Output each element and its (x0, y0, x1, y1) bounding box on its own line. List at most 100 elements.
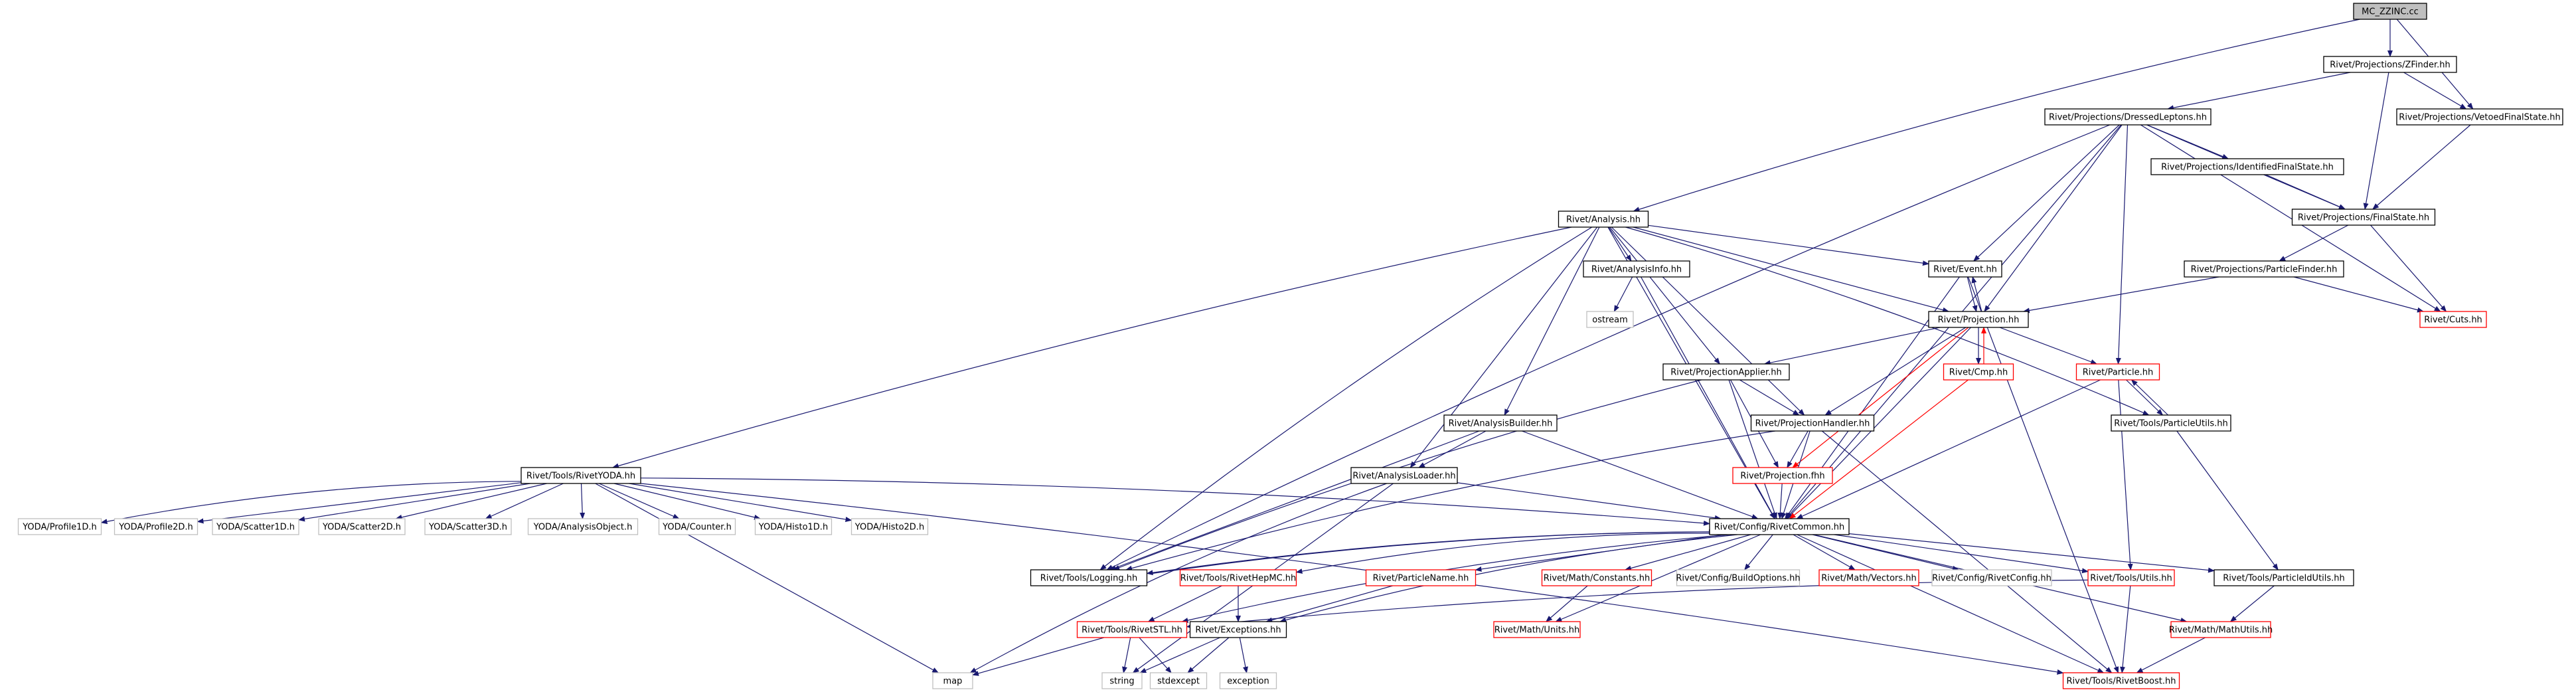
node-box (1443, 414, 1558, 432)
node-common[interactable]: Rivet/Config/RivetCommon.hh (1709, 518, 1850, 535)
node-zfinder[interactable]: Rivet/Projections/ZFinder.hh (2323, 56, 2457, 73)
node-label: YODA/Scatter3D.h (428, 523, 507, 533)
node-box (1541, 569, 1652, 586)
edge-rivetyoda-to-scatter2d (395, 483, 547, 520)
node-particleutils[interactable]: Rivet/Tools/ParticleUtils.hh (2111, 414, 2231, 432)
node-box (1365, 569, 1477, 586)
node-rivethepmc[interactable]: Rivet/Tools/RivetHepMC.hh (1179, 569, 1297, 586)
node-rivetstl[interactable]: Rivet/Tools/RivetSTL.hh (1076, 621, 1188, 638)
node-box (2214, 569, 2354, 586)
node-particle[interactable]: Rivet/Particle.hh (2075, 363, 2160, 381)
node-counter: YODA/Counter.h (658, 518, 736, 535)
edge-analysisinfo-to-common (1641, 276, 1775, 519)
node-label: Rivet/Particle.hh (2083, 368, 2153, 378)
node-vetoed[interactable]: Rivet/Projections/VetoedFinalState.hh (2396, 108, 2563, 126)
node-analysisbuilder[interactable]: Rivet/AnalysisBuilder.hh (1443, 414, 1558, 432)
node-analysis[interactable]: Rivet/Analysis.hh (1558, 211, 1649, 228)
node-box (1928, 311, 2029, 328)
edge-analysis-to-particleutils (1625, 226, 2150, 416)
node-identified[interactable]: Rivet/Projections/IdentifiedFinalState.h… (2150, 158, 2344, 175)
node-label: Rivet/Projections/DressedLeptons.hh (2049, 113, 2207, 123)
node-particlefinder[interactable]: Rivet/Projections/ParticleFinder.hh (2184, 260, 2344, 278)
node-label: YODA/Scatter1D.h (216, 523, 295, 533)
node-cuts[interactable]: Rivet/Cuts.hh (2419, 311, 2487, 328)
edge-rivethepmc-to-rivetstl (1147, 585, 1222, 622)
node-buildoptions: Rivet/Config/BuildOptions.hh (1676, 569, 1801, 586)
node-projection[interactable]: Rivet/Projection.hh (1928, 311, 2029, 328)
edge-projection-to-event (1971, 276, 1982, 312)
edge-rivetstl-to-stdexcept (1139, 637, 1172, 673)
node-box (318, 518, 406, 535)
edge-constants-to-units (1546, 585, 1588, 622)
node-label: Rivet/Math/Units.hh (1494, 626, 1580, 636)
edge-common-to-constants (1624, 534, 1751, 571)
node-finalstate[interactable]: Rivet/Projections/FinalState.hh (2291, 209, 2436, 226)
edge-rivetyoda-to-common (640, 477, 1710, 526)
edge-exceptions-to-exception (1239, 637, 1248, 673)
node-units[interactable]: Rivet/Math/Units.hh (1493, 621, 1581, 638)
edge-projection-to-projfhh (1792, 327, 1969, 468)
node-label: Rivet/Math/Constants.hh (1544, 574, 1650, 584)
node-label: Rivet/Cuts.hh (2424, 315, 2482, 325)
node-rivetyoda[interactable]: Rivet/Tools/RivetYODA.hh (521, 467, 641, 484)
node-box (521, 467, 641, 484)
edge-dressed-to-logging (1106, 124, 2111, 570)
node-utils[interactable]: Rivet/Tools/Utils.hh (2087, 569, 2175, 586)
node-box (527, 518, 639, 535)
node-projfhh[interactable]: Rivet/Projection.fhh (1732, 467, 1833, 484)
node-constants[interactable]: Rivet/Math/Constants.hh (1541, 569, 1652, 586)
node-label: MC_ZZINC.cc (2362, 7, 2419, 17)
node-analysisinfo[interactable]: Rivet/AnalysisInfo.hh (1583, 260, 1690, 278)
node-label: Rivet/Tools/ParticleUtils.hh (2114, 419, 2227, 429)
edge-common-to-rivetboost (1797, 534, 2105, 673)
edge-analysis-to-logging (1099, 226, 1593, 570)
edge-event-to-common (1785, 276, 1960, 519)
edge-analysisloader-to-common (1457, 482, 1722, 521)
node-exceptions[interactable]: Rivet/Exceptions.hh (1189, 621, 1287, 638)
edge-projection-to-projhandler (1824, 327, 1967, 416)
node-label: string (1109, 677, 1134, 687)
node-label: YODA/Counter.h (662, 523, 732, 533)
edge-dressed-to-event (1973, 124, 2120, 262)
node-vectors[interactable]: Rivet/Math/Vectors.hh (1818, 569, 1919, 586)
node-particleidutils[interactable]: Rivet/Tools/ParticleIdUtils.hh (2214, 569, 2354, 586)
edge-projhandler-to-rivetboost (1822, 430, 2113, 673)
node-scatter2d: YODA/Scatter2D.h (318, 518, 406, 535)
node-label: Rivet/AnalysisLoader.hh (1352, 472, 1455, 481)
node-dressed[interactable]: Rivet/Projections/DressedLeptons.hh (2044, 108, 2212, 126)
node-box (1179, 569, 1297, 586)
edge-projhandler-to-logging (1125, 430, 1775, 571)
node-logging[interactable]: Rivet/Tools/Logging.hh (1030, 569, 1148, 586)
node-label: YODA/Profile1D.h (22, 523, 97, 533)
node-particlename[interactable]: Rivet/ParticleName.hh (1365, 569, 1477, 586)
node-mc_zzinc[interactable]: MC_ZZINC.cc (2353, 3, 2427, 20)
node-projapplier[interactable]: Rivet/ProjectionApplier.hh (1662, 363, 1790, 381)
edge-common-to-vectors (1793, 534, 1856, 570)
node-label: Rivet/AnalysisInfo.hh (1591, 265, 1682, 275)
node-label: Rivet/Projections/ZFinder.hh (2330, 60, 2451, 70)
node-analysisloader[interactable]: Rivet/AnalysisLoader.hh (1350, 467, 1458, 484)
edge-rivetyoda-to-profile2d (197, 482, 522, 524)
edge-identified-to-finalstate (2265, 174, 2346, 210)
node-label: Rivet/Math/MathUtils.hh (2169, 626, 2273, 636)
edge-rivetyoda-to-histo1d (613, 483, 762, 520)
node-label: YODA/Histo2D.h (854, 523, 924, 533)
edge-event-to-rivetboost (1967, 276, 2119, 673)
node-rivetboost[interactable]: Rivet/Tools/RivetBoost.hh (2062, 672, 2180, 689)
node-label: Rivet/Exceptions.hh (1195, 626, 1281, 636)
node-label: Rivet/Config/RivetConfig.hh (1932, 574, 2052, 584)
node-stdexcept: stdexcept (1149, 672, 1208, 689)
node-box (2184, 260, 2344, 278)
node-profile1d: YODA/Profile1D.h (17, 518, 102, 535)
edge-particlefinder-to-cuts (2293, 276, 2424, 313)
node-mathutils[interactable]: Rivet/Math/MathUtils.hh (2169, 621, 2273, 638)
edge-common-to-units (1555, 534, 1761, 622)
node-event[interactable]: Rivet/Event.hh (1928, 260, 2002, 278)
node-label: YODA/Profile2D.h (118, 523, 193, 533)
edge-rivetyoda-to-map (595, 483, 939, 673)
node-projhandler[interactable]: Rivet/ProjectionHandler.hh (1750, 414, 1875, 432)
edge-rivetyoda-to-scatter1d (298, 483, 530, 522)
node-label: exception (1227, 677, 1269, 687)
node-cmp[interactable]: Rivet/Cmp.hh (1943, 363, 2014, 381)
node-label: Rivet/Event.hh (1933, 265, 1997, 275)
